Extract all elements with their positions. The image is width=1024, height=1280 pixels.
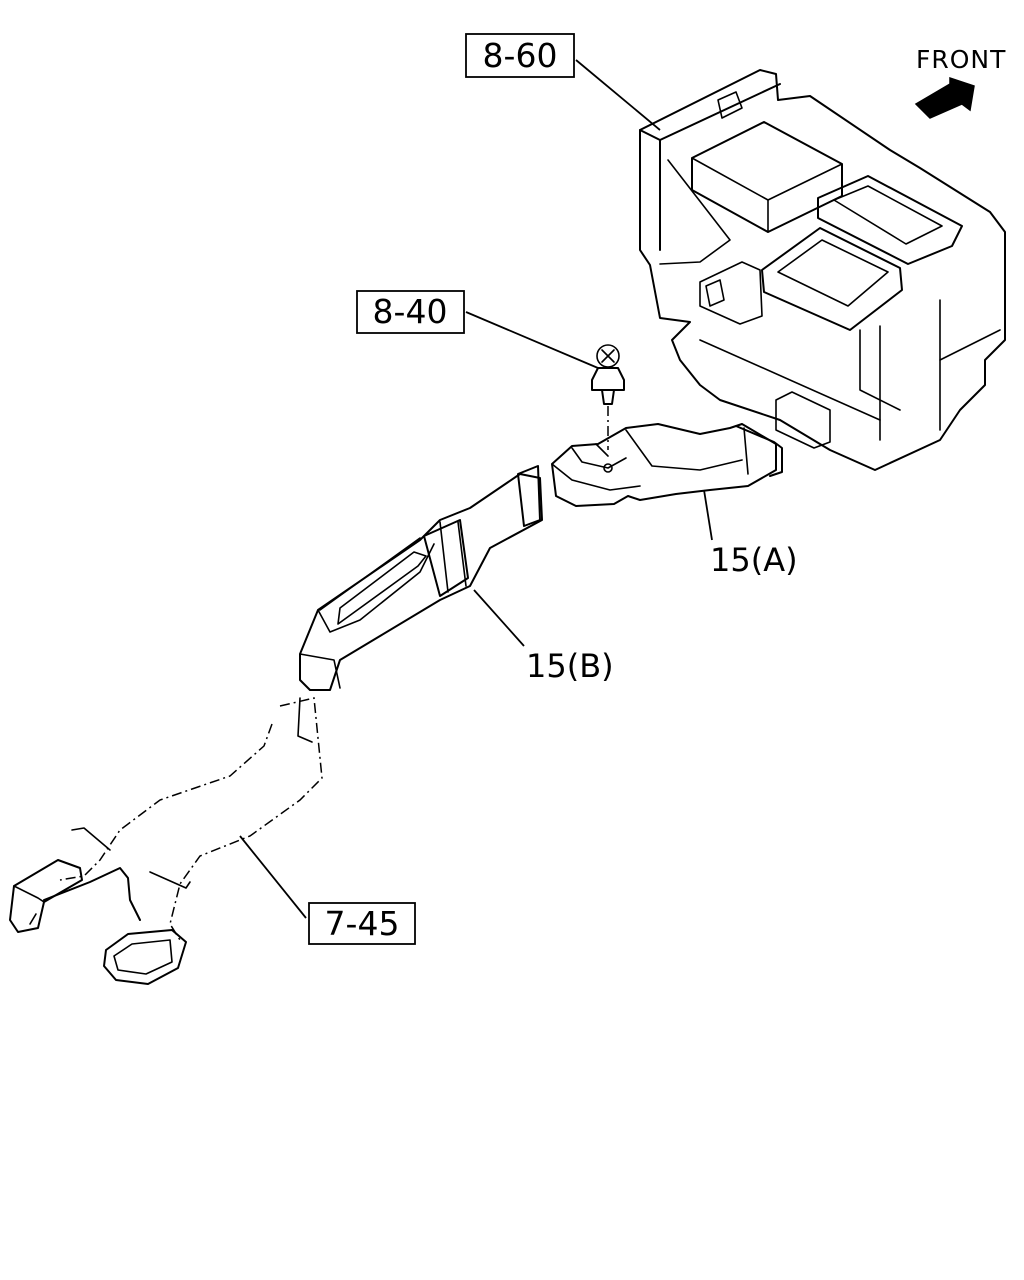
leader-lines — [239, 59, 713, 919]
part-callout-15a: 15(A) — [710, 541, 798, 579]
front-label: FRONT — [916, 45, 1006, 74]
reference-box-8-60: 8-60 — [465, 33, 575, 78]
heater-unit-assembly — [639, 69, 1006, 471]
reference-label-8-40: 8-40 — [373, 292, 448, 331]
clip-fastener — [591, 344, 625, 450]
reference-box-7-45: 7-45 — [308, 902, 416, 945]
duct-15b — [299, 465, 543, 691]
reference-box-8-40: 8-40 — [356, 290, 465, 334]
reference-label-8-60: 8-60 — [483, 36, 558, 75]
duct-7-45 — [9, 697, 323, 985]
part-callout-15b: 15(B) — [526, 647, 614, 685]
front-arrow-icon — [914, 76, 975, 119]
front-indicator: FRONT — [914, 45, 1006, 119]
reference-label-7-45: 7-45 — [325, 904, 400, 943]
duct-15a — [551, 423, 783, 507]
